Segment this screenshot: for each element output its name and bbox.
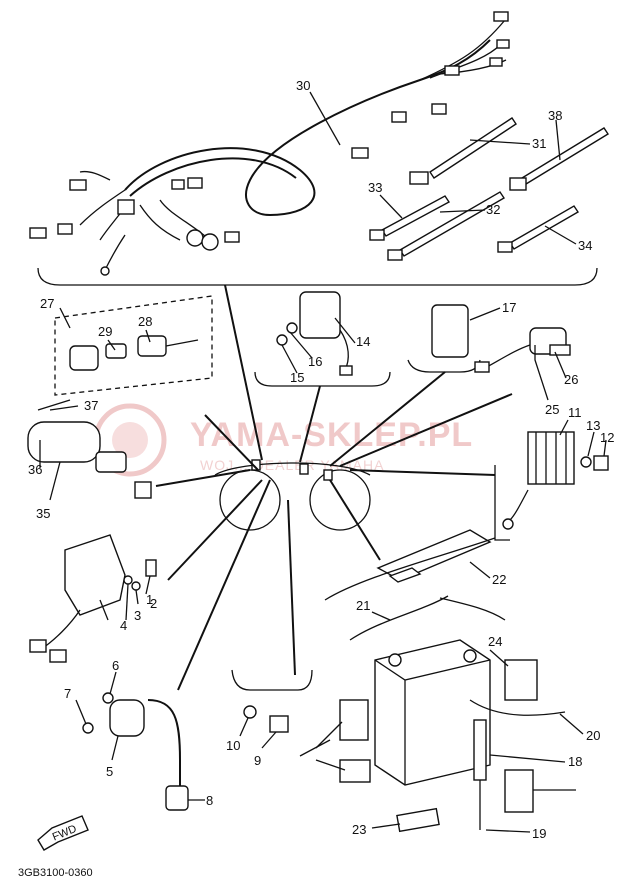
- callout-32: 32: [486, 202, 500, 217]
- callout-29: 29: [98, 324, 112, 339]
- callout-35: 35: [36, 506, 50, 521]
- harness-brace: [37, 267, 598, 286]
- callout-21: 21: [356, 598, 370, 613]
- callout-34: 34: [578, 238, 592, 253]
- battery: [339, 595, 566, 833]
- callout-13: 13: [586, 418, 600, 433]
- group-27: [54, 295, 213, 396]
- callout-14: 14: [356, 334, 370, 349]
- callout-15: 15: [290, 370, 304, 385]
- callout-22: 22: [492, 572, 506, 587]
- callout-2: 2: [150, 596, 157, 611]
- callout-12: 12: [600, 430, 614, 445]
- callout-16: 16: [308, 354, 322, 369]
- fwd-label: FWD: [51, 823, 79, 844]
- callout-numbers: 1 2 3 4 5 6 7 8 9 10 11 12 13 14 15 16 1…: [28, 78, 614, 841]
- fwd-arrow: FWD: [37, 815, 89, 851]
- callout-7: 7: [64, 686, 71, 701]
- callout-26: 26: [564, 372, 578, 387]
- watermark-text: YAMA-SKLEP.PL: [190, 416, 473, 454]
- callout-30: 30: [296, 78, 310, 93]
- callout-31: 31: [532, 136, 546, 151]
- part-17: [407, 304, 481, 373]
- callout-20: 20: [586, 728, 600, 743]
- callout-10: 10: [226, 738, 240, 753]
- part-36: [27, 399, 152, 499]
- part-11: [502, 431, 609, 530]
- callout-19: 19: [532, 826, 546, 841]
- callout-9: 9: [254, 753, 261, 768]
- callout-28: 28: [138, 314, 152, 329]
- callout-3: 3: [134, 608, 141, 623]
- callout-33: 33: [368, 180, 382, 195]
- callout-36: 36: [28, 462, 42, 477]
- wire-harness: [29, 11, 510, 276]
- callout-4: 4: [120, 618, 127, 633]
- callout-11: 11: [568, 405, 582, 420]
- callout-27: 27: [40, 296, 54, 311]
- callout-1: 1: [146, 592, 153, 607]
- callout-23: 23: [352, 822, 366, 837]
- watermark: YAMA-SKLEP.PL WOJ... DEALER YAMAHA: [93, 403, 473, 477]
- callout-8: 8: [206, 793, 213, 808]
- leader-lines: [155, 284, 513, 691]
- callout-17: 17: [502, 300, 516, 315]
- part-22: [324, 529, 496, 601]
- part-5: [82, 692, 189, 811]
- part-9: [231, 669, 313, 733]
- callout-24: 24: [488, 634, 502, 649]
- cable-bands: [369, 117, 609, 261]
- group-14: [254, 291, 391, 387]
- callout-25: 25: [545, 402, 559, 417]
- callout-leaders: [39, 91, 607, 833]
- drawing-code: 3GB3100-0360: [18, 867, 93, 879]
- callout-6: 6: [112, 658, 119, 673]
- callout-5: 5: [106, 764, 113, 779]
- part-25: [474, 327, 571, 373]
- callout-18: 18: [568, 754, 582, 769]
- callout-38: 38: [548, 108, 562, 123]
- part-1: [29, 534, 157, 663]
- callout-37: 37: [84, 398, 98, 413]
